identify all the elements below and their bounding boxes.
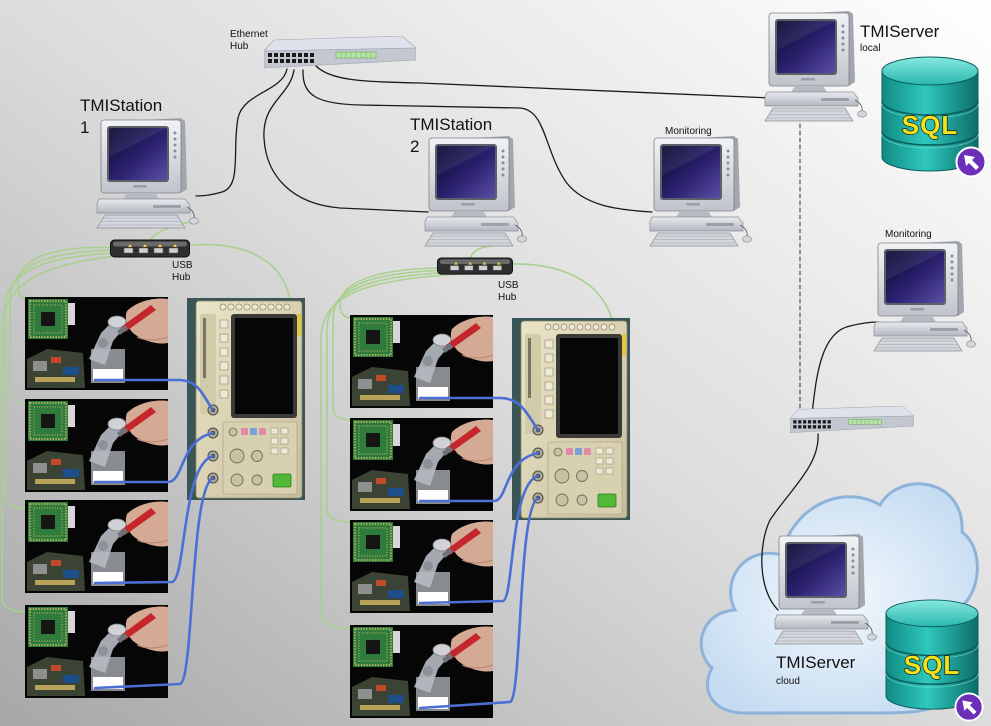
usb-cable-station-1-computer bbox=[149, 221, 191, 242]
server-cloud-name: TMIServer bbox=[776, 653, 856, 672]
station-2-computer bbox=[424, 135, 527, 247]
network-cable-server-local bbox=[315, 65, 773, 99]
usb-cable-station-1-oscilloscope bbox=[181, 243, 291, 300]
cursor-arrow-badge-icon bbox=[954, 692, 984, 722]
labels: Ethernet Hub TMIStation 1 USB Hub TMISta… bbox=[80, 22, 940, 687]
station-1-device-3 bbox=[25, 500, 168, 593]
monitoring-center-label: Monitoring bbox=[665, 126, 712, 137]
station-1-usb-hub-label-line2: Hub bbox=[172, 272, 191, 283]
usb-cable-station-2-device-3 bbox=[326, 271, 456, 523]
station-1-device-4 bbox=[25, 605, 168, 698]
probe-cable-station-1-device-4 bbox=[93, 476, 215, 690]
usb-cable-station-2-oscilloscope bbox=[504, 263, 613, 320]
usb-cable-station-2-device-4 bbox=[320, 273, 461, 629]
sql-database-cloud: SQL bbox=[885, 599, 984, 722]
station-1-usb-hub-label-line1: USB bbox=[172, 260, 193, 271]
usb-cable-station-1-device-3 bbox=[4, 251, 131, 509]
station-1-probe-cables bbox=[93, 378, 215, 690]
cursor-arrow-badge-icon bbox=[955, 146, 987, 178]
station-1-device-2 bbox=[25, 399, 168, 492]
station-1-name: TMIStation bbox=[80, 96, 162, 115]
station-2-number: 2 bbox=[410, 137, 419, 156]
probe-cable-station-1-device-2 bbox=[93, 431, 215, 484]
monitoring-computer-center bbox=[649, 135, 752, 247]
station-2-device-3 bbox=[350, 520, 493, 613]
station-1-usb-hub bbox=[110, 239, 190, 258]
server-local-name: TMIServer bbox=[860, 22, 940, 41]
station-2-probe-cables bbox=[418, 396, 540, 710]
station-1-device-1 bbox=[25, 297, 168, 390]
server-local-qualifier: local bbox=[860, 43, 881, 54]
usb-cable-station-2-device-2 bbox=[332, 269, 451, 421]
network-cable-server-cloud bbox=[761, 433, 819, 611]
station-2-device-2 bbox=[350, 418, 493, 511]
monitoring-computer-right bbox=[873, 240, 976, 352]
station-1-number: 1 bbox=[80, 118, 89, 137]
probe-cable-station-2-device-2 bbox=[418, 451, 540, 503]
station-2-usb-hub bbox=[437, 257, 513, 275]
usb-cable-station-1-device-2 bbox=[9, 249, 126, 405]
probe-cable-station-2-device-3 bbox=[418, 474, 540, 605]
station-2-usb-cables bbox=[320, 245, 613, 629]
sql-database-local: SQL bbox=[881, 56, 987, 178]
sql-database-cloud-label: SQL bbox=[904, 650, 960, 680]
station-2-device-1 bbox=[350, 315, 493, 408]
network-cable-monitoring-right bbox=[811, 321, 879, 415]
station-2-usb-hub-label-line1: USB bbox=[498, 280, 519, 291]
usb-cable-station-1-device-4 bbox=[1, 253, 136, 613]
ethernet-hub-label-line2: Hub bbox=[230, 41, 249, 52]
server-local-computer bbox=[764, 10, 867, 122]
network-cable-station-1 bbox=[195, 68, 288, 197]
probe-cable-station-1-device-1 bbox=[93, 378, 215, 412]
network-cable-monitoring-center bbox=[302, 69, 653, 213]
sql-database-local-label: SQL bbox=[902, 110, 958, 140]
station-2-usb-hub-label-line2: Hub bbox=[498, 292, 517, 303]
probe-cable-station-2-device-4 bbox=[418, 496, 540, 710]
probe-cable-station-1-device-3 bbox=[93, 454, 215, 585]
server-cloud-computer bbox=[774, 533, 877, 645]
server-cloud-qualifier: cloud bbox=[776, 676, 800, 687]
monitoring-right-label: Monitoring bbox=[885, 229, 932, 240]
station-1-computer bbox=[96, 117, 199, 229]
ethernet-hub-label-line1: Ethernet bbox=[230, 29, 268, 40]
station-2-name: TMIStation bbox=[410, 115, 492, 134]
network-cables bbox=[195, 65, 879, 611]
network-cable-station-2 bbox=[263, 69, 429, 213]
station-1-usb-cables bbox=[1, 221, 291, 613]
probe-cable-station-2-device-1 bbox=[418, 396, 540, 432]
